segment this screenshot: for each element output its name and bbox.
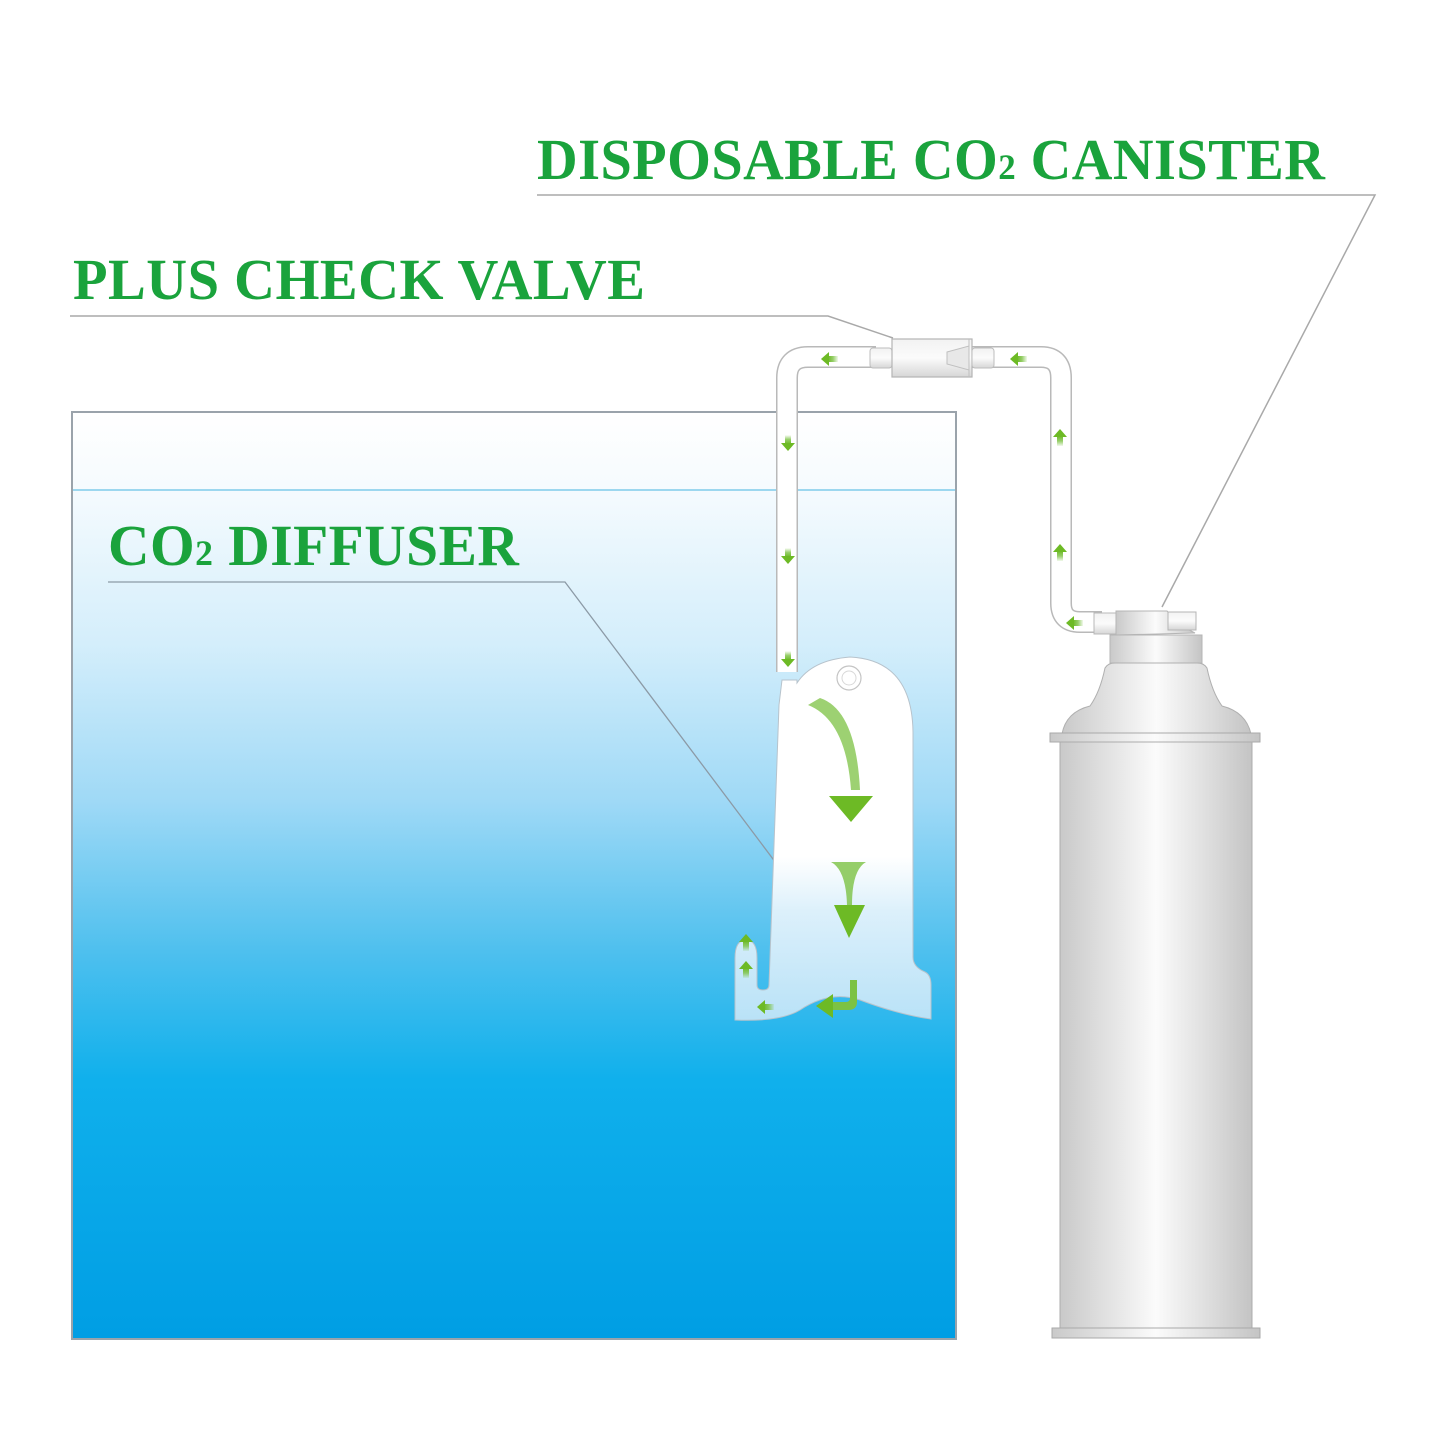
canister-leader-line bbox=[537, 194, 1377, 608]
arrow-head bbox=[829, 796, 873, 822]
co2-diffuser[interactable] bbox=[734, 656, 932, 1021]
check-valve-label: PLUS CHECK VALVE bbox=[73, 247, 646, 312]
hook-arrow-icon bbox=[832, 980, 857, 1010]
diffuser-label: CO2 DIFFUSER bbox=[108, 512, 519, 579]
canister-label-suffix: CANISTER bbox=[1016, 127, 1326, 192]
diffuser-label-suffix: DIFFUSER bbox=[213, 513, 520, 578]
suction-cup-hole bbox=[836, 665, 862, 691]
funnel-arrow-icon bbox=[831, 862, 866, 905]
diffuser-label-prefix: CO bbox=[108, 513, 196, 578]
check-valve-leader-line bbox=[70, 315, 894, 339]
curved-down-arrow-icon bbox=[808, 698, 860, 790]
canister-label-subscript: 2 bbox=[998, 147, 1017, 187]
diffuser-leader-line-overlay bbox=[108, 581, 807, 904]
canister-label-prefix: DISPOSABLE CO bbox=[537, 127, 999, 192]
check-valve[interactable] bbox=[869, 338, 995, 378]
canister-label: DISPOSABLE CO2 CANISTER bbox=[537, 126, 1325, 193]
co2-canister[interactable] bbox=[1049, 610, 1261, 1339]
tank-frame bbox=[71, 411, 957, 1340]
diffuser-label-subscript: 2 bbox=[195, 533, 214, 573]
